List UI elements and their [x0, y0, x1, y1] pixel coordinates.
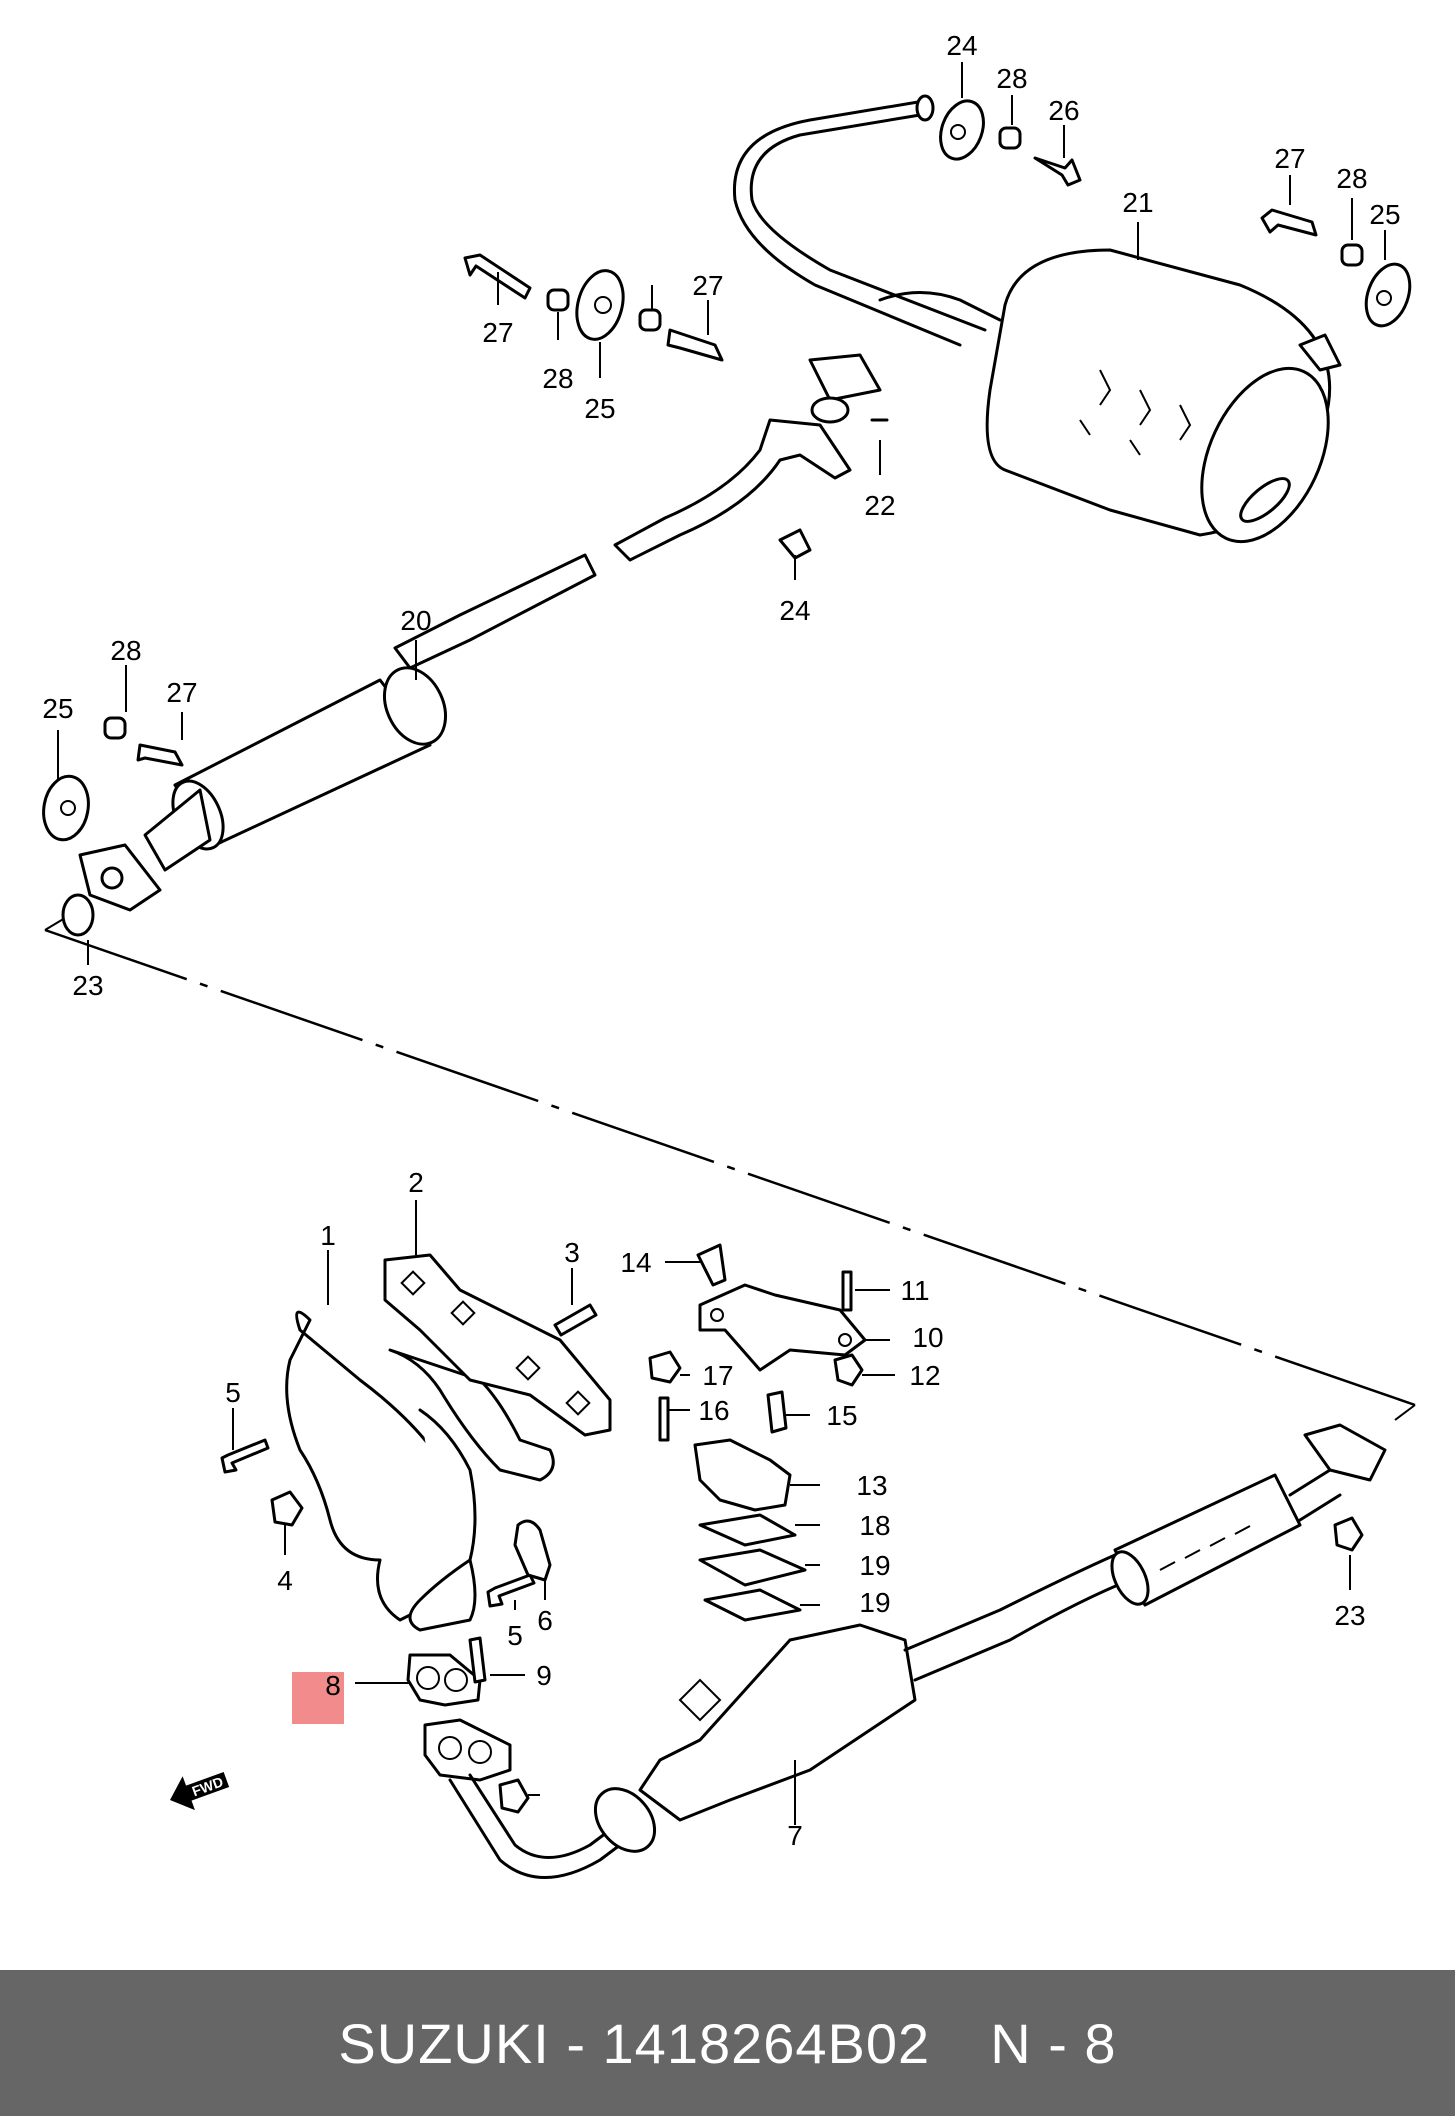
bolt-27-mid	[666, 328, 724, 362]
callout-28: 28	[542, 363, 573, 394]
callout-20: 20	[400, 605, 431, 636]
nut-24-lower	[1333, 1516, 1364, 1552]
nut-10	[498, 1778, 530, 1814]
callout-17: 17	[702, 1360, 733, 1391]
muffler-22	[985, 248, 1342, 544]
callout-13: 13	[856, 1470, 887, 1501]
stud-9	[468, 1636, 487, 1684]
bolt-5-lower	[486, 1573, 536, 1608]
manifold-gasket-2	[383, 1253, 612, 1437]
callout-27: 27	[692, 270, 723, 301]
plate-19-upper	[698, 1513, 797, 1547]
fwd-arrow: FWD	[170, 1771, 230, 1811]
stud-12	[841, 1270, 853, 1312]
callout-15: 15	[826, 1400, 857, 1431]
callout-2: 2	[408, 1167, 424, 1198]
bolt-27-top	[1033, 156, 1082, 187]
callout-23: 23	[72, 970, 103, 1001]
plate-19-lower	[703, 1588, 802, 1622]
callout-25: 25	[584, 393, 615, 424]
bolt-16	[766, 1390, 788, 1434]
fwd-label: FWD	[190, 1773, 225, 1799]
nut-24-upper	[778, 528, 812, 560]
plate-20	[698, 1548, 807, 1587]
callout-5: 5	[225, 1377, 241, 1408]
callout-28: 28	[996, 63, 1027, 94]
callout-19: 19	[859, 1587, 890, 1618]
callout-7: 7	[787, 1820, 803, 1851]
callout-26: 26	[1048, 95, 1079, 126]
hanger-bracket-11	[698, 1283, 867, 1372]
flange-gasket-23-upper	[808, 353, 889, 424]
nut-4	[270, 1490, 304, 1527]
callout-25: 25	[42, 693, 73, 724]
gasket-23-lower	[61, 893, 95, 937]
callout-23: 23	[1334, 1600, 1365, 1631]
highlight-marker	[292, 1672, 344, 1724]
callout-8: 8	[325, 1670, 341, 1701]
exhaust-diagram: FWD 123455678910111213141516171819192021…	[42, 30, 1416, 1879]
leader-lines-upper	[57, 62, 1386, 965]
nut-13	[833, 1353, 864, 1387]
center-pipe-21	[78, 418, 852, 912]
leader-lines-lower	[232, 1200, 1351, 1825]
brand-part-number: SUZUKI - 1418264B02	[338, 2011, 931, 2075]
rear-pipe-22	[732, 94, 1002, 347]
gasket-8	[406, 1653, 482, 1707]
bolt-27-lower	[136, 743, 184, 767]
callout-21: 21	[1122, 187, 1153, 218]
callout-22: 22	[864, 490, 895, 521]
hanger-25-top	[939, 99, 985, 161]
bush-28-mid	[638, 308, 662, 332]
bush-28-lower	[103, 716, 127, 740]
callout-9: 9	[536, 1660, 552, 1691]
front-pipe-catalyst-7	[423, 1423, 1387, 1879]
hanger-25-left	[42, 774, 90, 842]
page-reference: N - 8	[990, 2011, 1117, 2075]
hanger-26	[575, 269, 625, 341]
stud-17	[658, 1396, 670, 1442]
bush-28-top	[998, 126, 1022, 150]
callout-14: 14	[620, 1247, 651, 1278]
stud-3	[553, 1303, 598, 1337]
callout-5: 5	[507, 1620, 523, 1651]
exhaust-manifold-1	[285, 1310, 555, 1632]
callout-24: 24	[946, 30, 977, 61]
nut-18	[648, 1350, 682, 1384]
hanger-25-right	[1364, 262, 1412, 328]
footer-bar: SUZUKI - 1418264B02 N - 8	[0, 1970, 1455, 2116]
callout-24: 24	[779, 595, 810, 626]
callout-28: 28	[1336, 163, 1367, 194]
bush-28-right	[1340, 243, 1364, 267]
callout-28: 28	[110, 635, 141, 666]
bush-28-left	[546, 288, 570, 312]
bolt-5-upper	[220, 1438, 270, 1474]
callout-3: 3	[564, 1237, 580, 1268]
callout-19: 19	[859, 1550, 890, 1581]
callout-10: 10	[912, 1322, 943, 1353]
callout-27: 27	[166, 677, 197, 708]
hanger-bracket-14	[693, 1438, 792, 1512]
callout-16: 16	[698, 1395, 729, 1426]
callout-11: 11	[900, 1275, 929, 1306]
callout-27: 27	[1274, 143, 1305, 174]
bolt-27-right	[1260, 208, 1318, 237]
callout-1: 1	[320, 1220, 336, 1251]
callout-6: 6	[537, 1605, 553, 1636]
divider-tick	[1394, 1404, 1416, 1421]
callout-4: 4	[277, 1565, 293, 1596]
callout-18: 18	[859, 1510, 890, 1541]
callout-27: 27	[482, 317, 513, 348]
callout-25: 25	[1369, 199, 1400, 230]
assembly-divider-line	[44, 928, 1416, 1407]
bolt-15	[696, 1243, 727, 1287]
bracket-6	[513, 1519, 552, 1582]
callout-12: 12	[909, 1360, 940, 1391]
